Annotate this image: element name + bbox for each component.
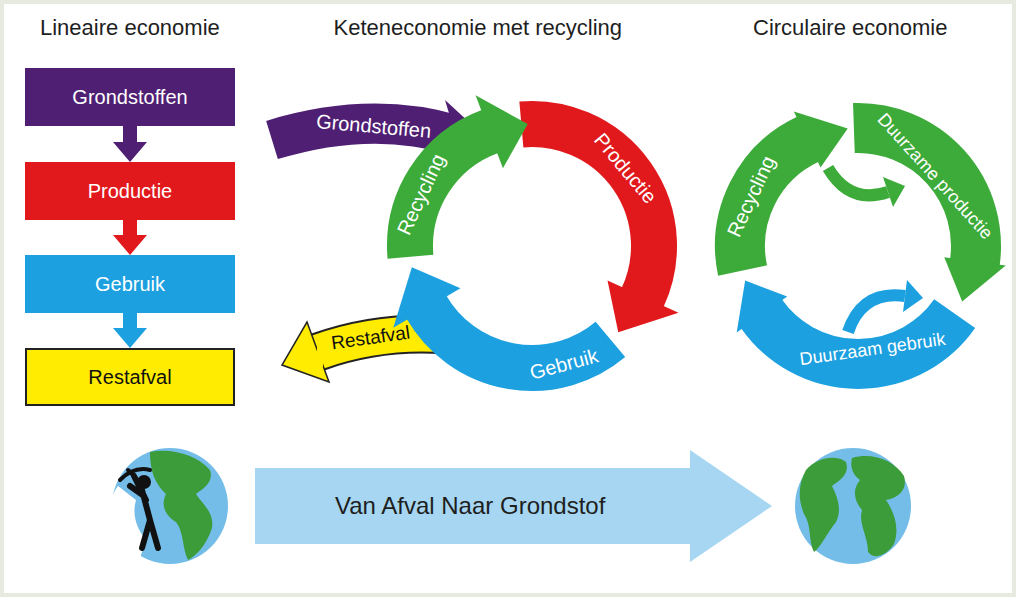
cycle-arc bbox=[521, 124, 654, 298]
flow-arrow bbox=[113, 126, 147, 162]
section-heading: Lineaire economie bbox=[40, 15, 220, 41]
cycle-arrowhead bbox=[608, 280, 679, 332]
globe-left bbox=[110, 448, 228, 564]
node-text: Duurzame productie bbox=[874, 109, 997, 243]
waste-band: Restafval bbox=[327, 321, 412, 354]
reuse-arrowhead bbox=[883, 177, 905, 207]
node-text: Recycling bbox=[392, 150, 449, 238]
globe-ocean bbox=[795, 448, 911, 564]
process-box: Grondstoffen bbox=[25, 68, 235, 126]
node-text: Gebruik bbox=[527, 344, 600, 383]
cycle-arrowhead bbox=[794, 112, 848, 168]
cycle-band: Duurzame productie bbox=[872, 107, 999, 244]
waste-arrowhead bbox=[282, 322, 329, 382]
cycle-band: Recycling bbox=[391, 148, 450, 240]
splash-drop bbox=[111, 546, 116, 551]
flow-arrow bbox=[113, 313, 147, 348]
section-heading: Circulaire economie bbox=[753, 15, 947, 41]
reuse-arrowhead bbox=[903, 280, 923, 312]
node-text: Recycling bbox=[722, 152, 779, 240]
transition-arrow bbox=[255, 450, 772, 562]
person-body bbox=[130, 476, 158, 548]
transition-band: Van Afval Naar Grondstof bbox=[333, 492, 607, 520]
cycle-arrowhead bbox=[476, 95, 528, 168]
pickaxe bbox=[120, 469, 150, 480]
waste-box: Restafval bbox=[25, 348, 235, 406]
reuse-arrow bbox=[848, 295, 905, 332]
cycle-arrowhead bbox=[393, 267, 460, 328]
cycle-arrows bbox=[272, 95, 1006, 382]
cycle-band: Gebruik bbox=[525, 343, 602, 384]
node-text: Gebruik bbox=[95, 273, 165, 296]
reuse-arrow bbox=[828, 168, 888, 195]
process-box: Productie bbox=[25, 162, 235, 220]
cycle-arrowhead bbox=[944, 257, 1005, 301]
node-text: Van Afval Naar Grondstof bbox=[335, 492, 605, 519]
flow-arrow bbox=[113, 220, 147, 255]
waste-arrow-join bbox=[317, 337, 323, 367]
node-text: Restafval bbox=[88, 366, 171, 389]
section-heading: Keteneconomie met recycling bbox=[334, 15, 623, 41]
globe-right bbox=[795, 448, 911, 564]
node-text: Grondstoffen bbox=[72, 86, 187, 109]
node-text: Productie bbox=[88, 180, 173, 203]
panel bbox=[4, 4, 1012, 593]
node-text: Restafval bbox=[329, 322, 410, 354]
node-text: Duurzaam gebruik bbox=[798, 328, 946, 368]
cycle-arrowhead bbox=[737, 280, 787, 332]
splash-drop bbox=[119, 537, 125, 543]
node-text: Productie bbox=[590, 128, 661, 207]
cycle-band: Duurzaam gebruik bbox=[796, 328, 948, 370]
node-text: Grondstoffen bbox=[315, 110, 432, 142]
process-box: Gebruik bbox=[25, 255, 235, 313]
input-band: Grondstoffen bbox=[313, 109, 434, 142]
globe-land bbox=[800, 458, 847, 552]
cycle-band: Productie bbox=[587, 127, 662, 210]
globe-land bbox=[851, 456, 905, 556]
cycle-band: Recycling bbox=[721, 150, 780, 242]
